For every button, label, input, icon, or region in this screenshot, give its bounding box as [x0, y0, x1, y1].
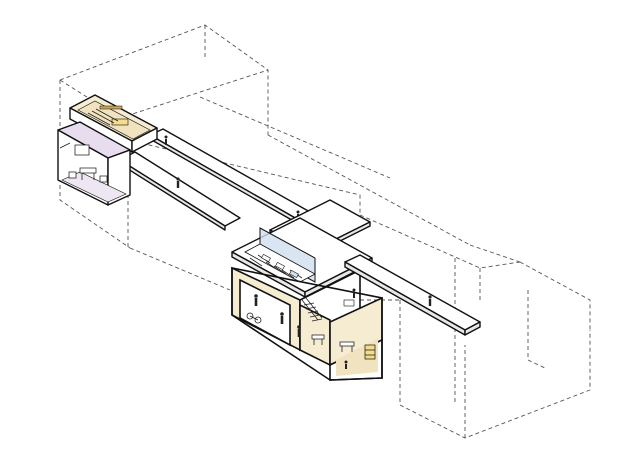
table-icon: [311, 334, 325, 345]
standing-person-icon: [352, 288, 356, 298]
spiral-stair: [301, 297, 323, 322]
desk-icon: [343, 299, 355, 307]
dashed-building-envelope: [59, 24, 591, 439]
walking-person-icon: [428, 295, 432, 306]
standing-person-icon: [254, 294, 258, 306]
walking-person-icon: [176, 177, 180, 188]
right-walkway-bridge: [344, 254, 481, 336]
upper-left-office-module: [69, 94, 158, 153]
walking-person-icon: [164, 135, 168, 145]
table-icon: [339, 341, 355, 352]
standing-person-icon: [280, 312, 284, 324]
lower-left-lounge-module: [57, 121, 131, 206]
chair-icon: [68, 171, 77, 179]
desk-icon: [111, 118, 129, 126]
desk-icon: [79, 167, 97, 180]
cabinet-icon: [74, 144, 90, 156]
seated-person-icon: [344, 360, 348, 369]
bicycle-icon: [246, 312, 262, 324]
standing-person-icon: [297, 325, 301, 337]
shelving-icon: [364, 344, 376, 360]
ground-level-cutaway-rooms: [231, 266, 383, 381]
glazed-workshop-room: [244, 227, 316, 283]
chair-icon: [99, 175, 108, 183]
